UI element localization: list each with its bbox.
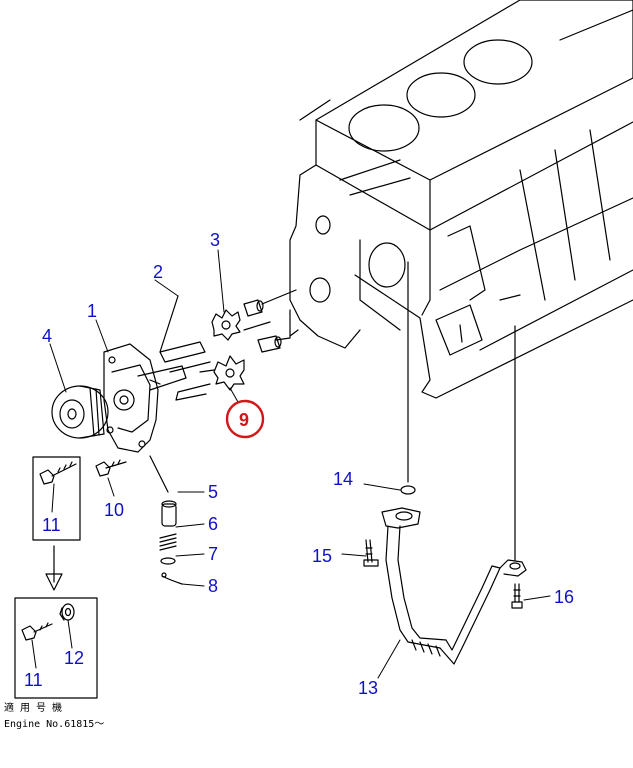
callout-6: 6 (208, 514, 218, 534)
callout-3: 3 (210, 230, 220, 250)
callout-4: 4 (42, 326, 52, 346)
outer-rotor (213, 355, 245, 391)
bolt-11-upper (39, 461, 77, 485)
engine-number: Engine No.61815～ (4, 719, 105, 730)
engine-block (289, 0, 633, 399)
oil-pump-gear (51, 385, 109, 439)
applicable-serial-label: 適 用 号 機 (4, 703, 63, 714)
oil-pump-body (103, 343, 187, 453)
bolt-10 (95, 459, 127, 477)
callout-11-upper: 11 (42, 515, 61, 535)
bolt-15 (363, 539, 379, 567)
relief-valve-parts (149, 455, 183, 585)
callout-5: 5 (208, 482, 218, 502)
highlight-ring (225, 399, 265, 439)
inner-rotor (211, 309, 241, 341)
collar-12 (59, 603, 75, 621)
callout-2: 2 (153, 262, 163, 282)
assembly-guide (175, 289, 299, 401)
callout-leaders (31, 249, 551, 679)
callout-16: 16 (554, 587, 574, 607)
callout-8: 8 (208, 576, 218, 596)
callout-13: 13 (358, 678, 378, 698)
callout-14: 14 (333, 469, 353, 489)
callout-15: 15 (312, 546, 332, 566)
callout-1: 1 (87, 301, 97, 321)
callout-11-lower: 11 (24, 670, 43, 690)
callout-9: 9 (239, 410, 249, 430)
shaft (159, 295, 211, 373)
oil-pipe (381, 507, 527, 665)
callout-12: 12 (64, 648, 84, 668)
variant-box-lower (14, 597, 98, 699)
variant-box-upper (32, 456, 81, 541)
down-arrow (45, 545, 63, 591)
bushing (243, 299, 282, 353)
bolt-11-lower (21, 622, 53, 641)
callout-10: 10 (104, 500, 124, 520)
bolt-16 (511, 583, 523, 609)
callout-7: 7 (208, 544, 218, 564)
o-ring (400, 485, 416, 495)
